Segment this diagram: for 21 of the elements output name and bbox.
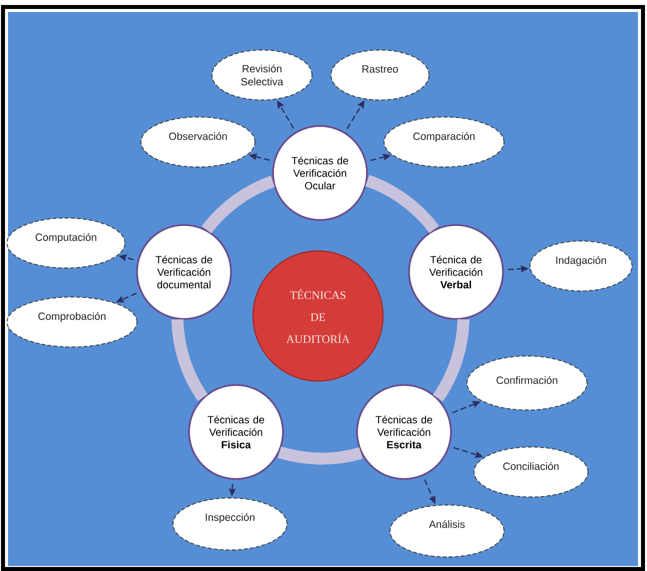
ellipse-node: Observación <box>140 116 256 168</box>
ellipse-node: Rastreo <box>330 50 430 100</box>
ellipse-node: Confirmación <box>466 356 588 410</box>
ellipse-node: Revisión Selectiva <box>212 50 312 100</box>
ring-arc <box>432 319 470 402</box>
ellipse-node: Indagación <box>530 240 632 292</box>
circle-node: Técnicas de Verificación Ocular <box>272 125 368 221</box>
ring-arc <box>278 446 363 465</box>
ellipse-node: Computación <box>6 218 126 268</box>
ellipse-node: Análisis <box>390 504 504 558</box>
ellipse-node: Comparación <box>384 116 504 168</box>
circle-node: Técnicas de Verificación Escrita <box>356 384 452 480</box>
ring-arc <box>202 176 275 234</box>
ring-arc <box>171 319 208 401</box>
ellipse-node: Inspección <box>172 498 288 550</box>
circle-node: Técnicas de Verificación documental <box>136 224 232 320</box>
ellipse-node: Comprobación <box>6 296 138 348</box>
circle-node: Técnicas de Verificación Fisica <box>188 384 284 480</box>
ellipse-node: Conciliación <box>474 446 588 498</box>
circle-node: Técnica de Verificación Verbal <box>408 224 504 320</box>
ring-arc <box>365 174 439 234</box>
